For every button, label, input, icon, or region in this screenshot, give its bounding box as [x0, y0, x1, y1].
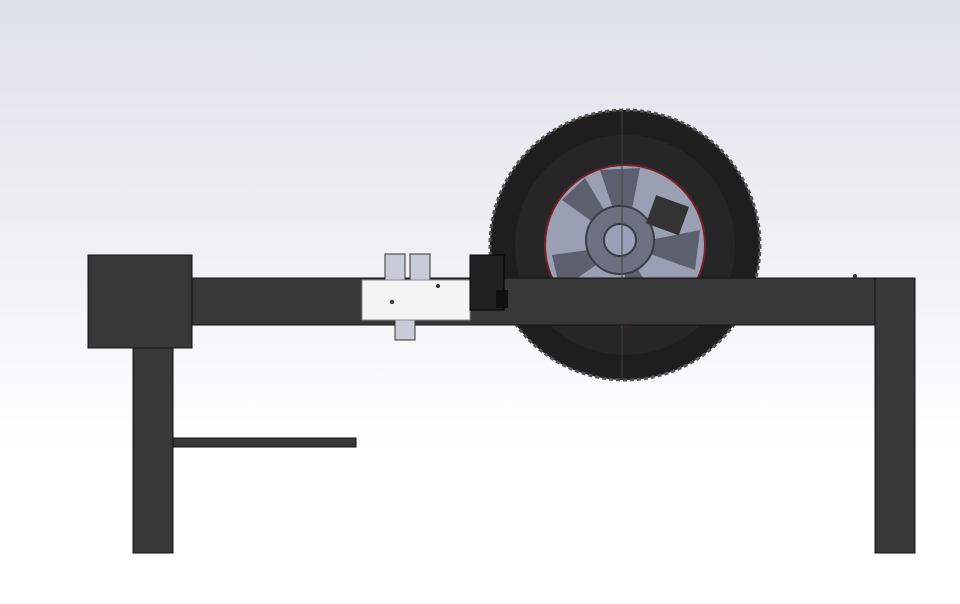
fitting-2 — [409, 253, 431, 281]
fitting-3 — [394, 317, 416, 341]
valve-assembly — [361, 253, 508, 341]
right-leg — [874, 277, 916, 554]
valve-block — [361, 279, 471, 321]
left-block — [87, 254, 193, 349]
frame — [87, 254, 916, 554]
left-leg — [132, 344, 174, 554]
top-beam — [189, 277, 916, 326]
fitting-1 — [384, 253, 406, 281]
motor-bracket — [645, 195, 690, 236]
wheel-assembly — [488, 108, 762, 382]
support-arm — [172, 437, 357, 448]
hub-center — [603, 223, 637, 257]
